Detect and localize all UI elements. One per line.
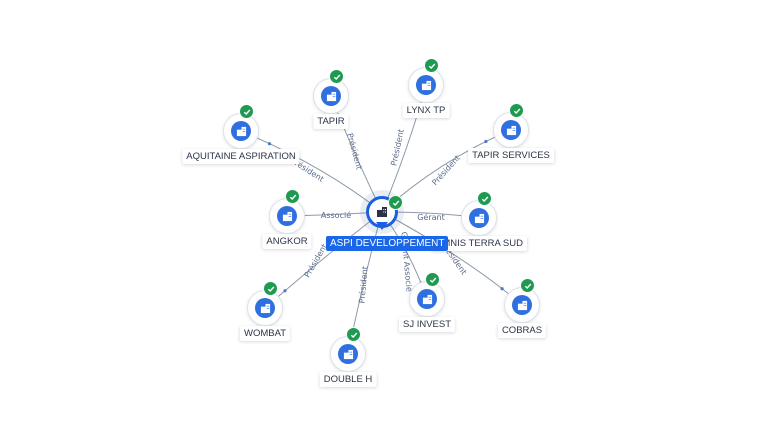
company-label[interactable]: WOMBAT	[239, 326, 291, 341]
company-label[interactable]: TAPIR SERVICES	[468, 148, 554, 163]
company-label[interactable]: LYNX TP	[402, 103, 450, 118]
node-circle[interactable]	[224, 104, 258, 148]
node-circle[interactable]	[331, 327, 365, 371]
node-circle[interactable]	[462, 191, 496, 235]
node-circle[interactable]	[270, 189, 304, 233]
check-icon	[388, 195, 403, 210]
node-circle[interactable]	[505, 278, 539, 322]
node-circle[interactable]	[409, 58, 443, 102]
company-label[interactable]: DOUBLE H	[319, 372, 377, 387]
building-icon	[255, 298, 275, 318]
check-icon	[520, 278, 535, 293]
building-icon	[501, 120, 521, 140]
building-icon	[338, 344, 358, 364]
edge-label-lynx-tp: Président	[388, 128, 406, 167]
check-icon	[285, 189, 300, 204]
edge-arrow-aquitaine-aspiration	[267, 142, 272, 146]
edge-label-omnis-terra-sud: Gérant	[417, 212, 445, 222]
company-label[interactable]: COBRAS	[497, 323, 547, 338]
company-label[interactable]: OMNIS TERRA SUD	[431, 236, 527, 251]
edge-arrow-cobras	[500, 287, 504, 291]
building-icon	[512, 295, 532, 315]
edge-label-angkor: Associé	[321, 210, 351, 220]
edge-label-tapir: Président	[345, 132, 364, 171]
edge-arrow-tapir-services	[484, 139, 488, 144]
edge-label-tapir-services: Président	[430, 153, 462, 187]
building-icon	[231, 121, 251, 141]
check-icon	[425, 272, 440, 287]
check-icon	[329, 69, 344, 84]
building-icon	[417, 289, 437, 309]
pin-pointer	[376, 222, 388, 230]
check-icon	[239, 104, 254, 119]
node-circle[interactable]	[410, 272, 444, 316]
edge-label-double-h: Président	[356, 266, 369, 304]
check-icon	[263, 281, 278, 296]
company-label[interactable]: AQUITAINE ASPIRATION	[182, 149, 300, 164]
company-label[interactable]: ANGKOR	[262, 234, 312, 249]
check-icon	[509, 103, 524, 118]
company-label[interactable]: SJ INVEST	[398, 317, 456, 332]
center-company-label[interactable]: ASPI DEVELOPPEMENT	[326, 236, 449, 251]
check-icon	[346, 327, 361, 342]
building-icon	[277, 206, 297, 226]
building-icon	[469, 208, 489, 228]
check-icon	[477, 191, 492, 206]
edge-aquitaine-aspiration	[240, 130, 383, 213]
node-circle[interactable]	[248, 281, 282, 325]
building-icon	[321, 86, 341, 106]
node-circle[interactable]	[314, 69, 348, 113]
node-circle[interactable]	[494, 103, 528, 147]
building-icon	[377, 207, 387, 217]
edge-arrow-wombat	[283, 289, 287, 293]
building-icon	[416, 75, 436, 95]
company-label[interactable]: TAPIR	[313, 114, 349, 129]
check-icon	[424, 58, 439, 73]
